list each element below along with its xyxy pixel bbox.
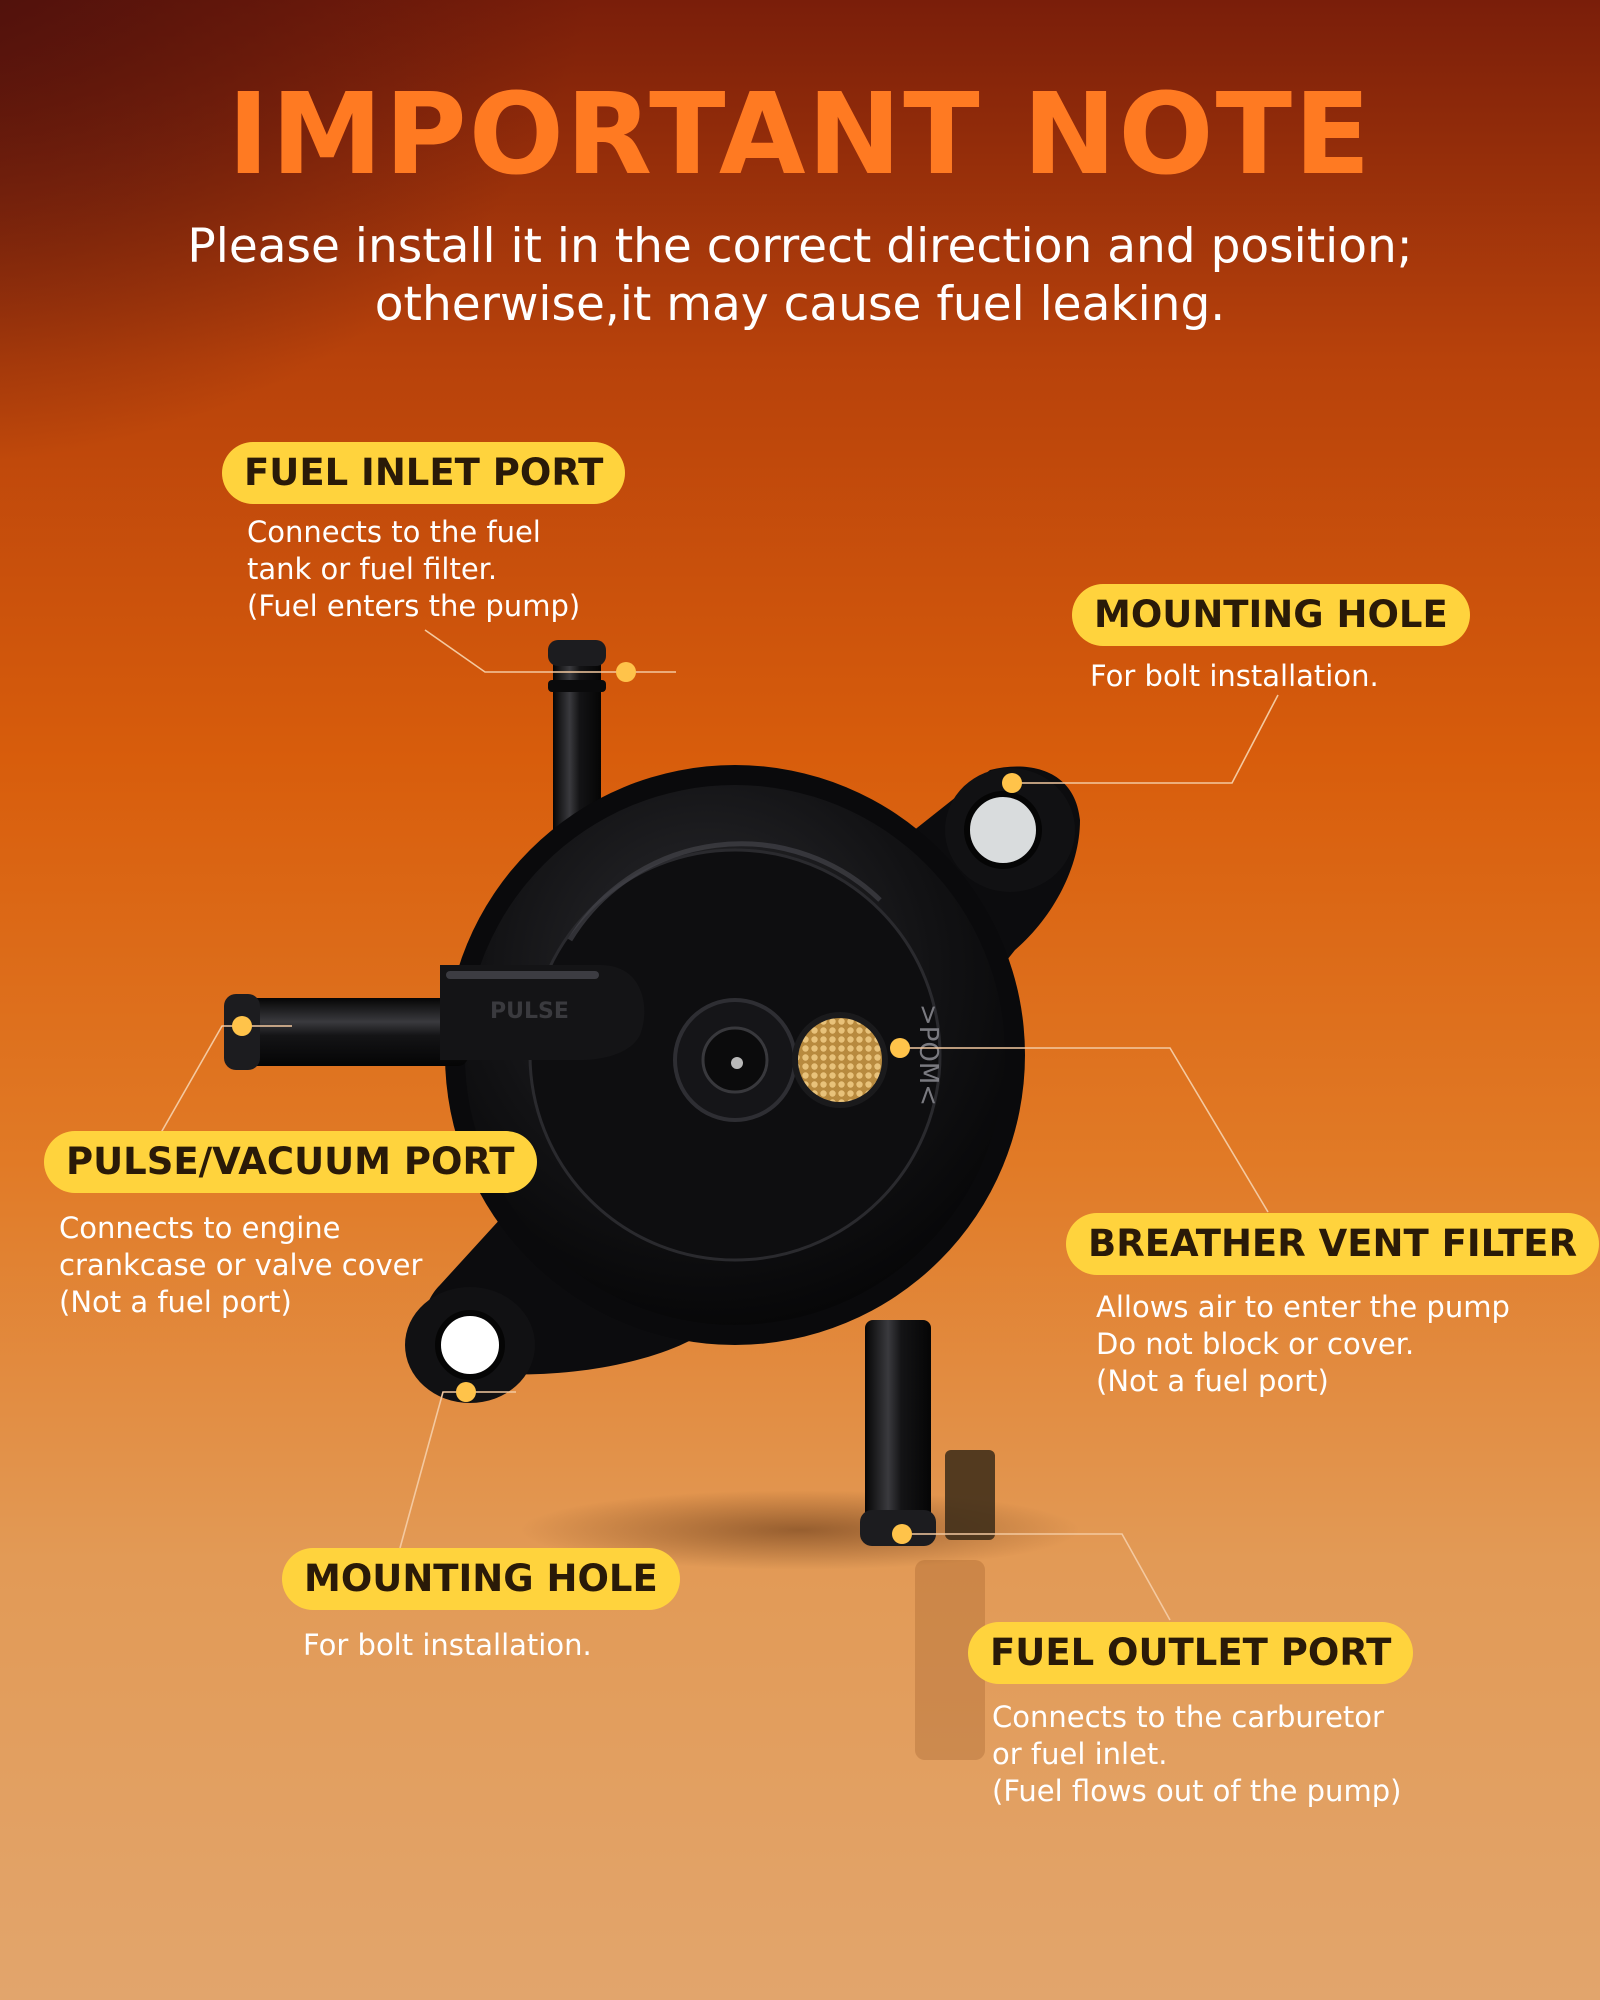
mounting-hole-bottom-desc-line-1: For bolt installation. [303, 1628, 592, 1662]
fuel-outlet-desc-line-1: Connects to the carburetor [992, 1700, 1384, 1734]
pulse-marking: PULSE [490, 999, 569, 1024]
pulse-vacuum-port-badge: PULSE/VACUUM PORT [44, 1131, 537, 1193]
dot-fuel-inlet [616, 662, 636, 682]
subtitle-line-1: Please install it in the correct directi… [187, 219, 1413, 274]
page-subtitle: Please install it in the correct directi… [150, 218, 1450, 334]
breather-desc-line-3: (Not a fuel port) [1096, 1364, 1329, 1398]
page-title: IMPORTANT NOTE [227, 70, 1373, 200]
fuel-inlet-desc-line-1: Connects to the fuel [247, 515, 541, 549]
mounting-hole-top [967, 794, 1039, 866]
fuel-inlet-desc-line-3: (Fuel enters the pump) [247, 589, 581, 623]
pulse-vacuum-port-description: Connects to engine crankcase or valve co… [59, 1210, 422, 1321]
mounting-hole-top-description: For bolt installation. [1090, 658, 1379, 695]
fuel-outlet-desc-line-2: or fuel inlet. [992, 1737, 1168, 1771]
mounting-hole-bottom-description: For bolt installation. [303, 1627, 592, 1664]
leader-fuel-inlet [424, 629, 676, 673]
breather-vent-filter [792, 1012, 888, 1108]
breather-vent-filter-badge: BREATHER VENT FILTER [1066, 1213, 1600, 1275]
fuel-inlet-port-badge: FUEL INLET PORT [222, 442, 626, 504]
dot-pulse [232, 1016, 252, 1036]
leader-lines [157, 629, 1279, 1621]
fuel-outlet-tube [860, 1320, 995, 1760]
pulse-desc-line-1: Connects to engine [59, 1211, 341, 1245]
leader-mounting-bottom [399, 1391, 516, 1549]
mounting-hole-bottom-badge: MOUNTING HOLE [282, 1548, 680, 1610]
breather-vent-filter-description: Allows air to enter the pump Do not bloc… [1096, 1289, 1510, 1400]
breather-desc-line-1: Allows air to enter the pump [1096, 1290, 1510, 1324]
dot-fuel-outlet [892, 1524, 912, 1544]
subtitle-line-2: otherwise,it may cause fuel leaking. [374, 277, 1226, 332]
breather-desc-line-2: Do not block or cover. [1096, 1327, 1415, 1361]
mounting-hole-top-desc-line-1: For bolt installation. [1090, 659, 1379, 693]
dot-breather [890, 1038, 910, 1058]
pump-dome [445, 765, 1025, 1345]
mounting-hole-bottom [438, 1313, 502, 1377]
fuel-outlet-port-badge: FUEL OUTLET PORT [968, 1622, 1414, 1684]
mounting-hole-top-badge: MOUNTING HOLE [1072, 584, 1470, 646]
pom-marking: >POM< [913, 1004, 943, 1106]
pulse-vacuum-tube [224, 965, 645, 1070]
leader-mounting-top [1012, 694, 1279, 784]
fuel-outlet-port-description: Connects to the carburetor or fuel inlet… [992, 1699, 1401, 1810]
leader-breather [900, 1047, 1269, 1213]
leader-pulse [157, 1025, 292, 1139]
fuel-outlet-desc-line-3: (Fuel flows out of the pump) [992, 1774, 1402, 1808]
pulse-desc-line-2: crankcase or valve cover [59, 1248, 423, 1282]
dot-mounting-bottom [456, 1382, 476, 1402]
pulse-desc-line-3: (Not a fuel port) [59, 1285, 292, 1319]
dot-mounting-top [1002, 773, 1022, 793]
leader-fuel-outlet [902, 1533, 1171, 1621]
fuel-inlet-desc-line-2: tank or fuel filter. [247, 552, 498, 586]
fuel-inlet-port-description: Connects to the fuel tank or fuel filter… [247, 514, 580, 625]
leader-dots [232, 662, 1022, 1544]
